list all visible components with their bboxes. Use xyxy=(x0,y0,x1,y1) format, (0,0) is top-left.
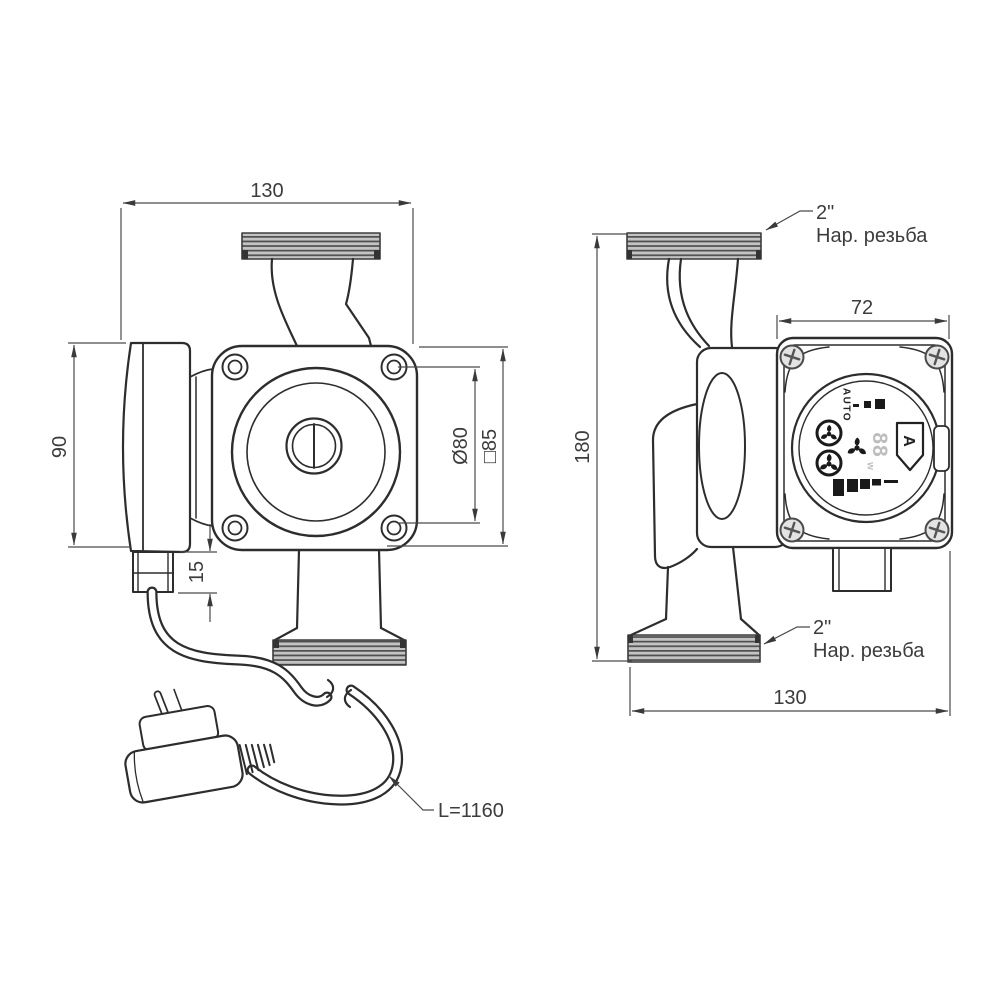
side-top-pipe xyxy=(666,257,740,349)
motor-body-recess xyxy=(698,372,746,520)
terminal-box xyxy=(121,341,192,554)
front-top-pipe xyxy=(270,257,373,348)
side-thread-top xyxy=(626,232,762,260)
panel-clip-tab xyxy=(933,425,950,472)
power-unit-label: w xyxy=(865,461,876,470)
side-thread-bottom xyxy=(627,634,761,663)
control-box: AUTO 88 w A xyxy=(775,336,954,550)
display-shield-icon xyxy=(895,421,925,472)
thread-bottom-leader xyxy=(763,626,810,645)
front-thread-top xyxy=(241,232,381,260)
front-view xyxy=(121,232,419,806)
side-view-dimensions xyxy=(592,210,951,716)
power-cable xyxy=(146,586,404,806)
side-bottom-pipe xyxy=(629,545,761,637)
auto-mode-label: AUTO xyxy=(841,388,852,422)
dim-label-height-180: 180 xyxy=(572,430,594,463)
front-view-dimensions xyxy=(68,200,508,811)
box-neck xyxy=(189,368,214,527)
side-view: AUTO 88 w A xyxy=(626,232,954,663)
speed-bars-icon xyxy=(833,479,898,496)
cable-length-label: L=1160 xyxy=(438,800,504,822)
cable-length-leader xyxy=(388,775,434,811)
dim-label-width-130-side: 130 xyxy=(773,687,806,709)
side-cable-gland xyxy=(832,547,892,592)
dim-label-box-72: 72 xyxy=(851,297,873,319)
phillips-screw-icons xyxy=(779,344,950,543)
front-bottom-pipe xyxy=(273,548,406,642)
dim-label-offset-15: 15 xyxy=(186,561,208,583)
power-display-digits: 88 xyxy=(868,432,891,457)
thread-top-leader xyxy=(765,210,813,231)
side-view-dimension-labels: 180 72 130 2" Нар. резьба 2" Нар. резьба xyxy=(572,202,928,709)
front-view-dimension-labels: 130 90 15 Ø80 □85 L=1160 xyxy=(49,180,504,822)
power-plug xyxy=(124,688,276,804)
thread-top-type-label: Нар. резьба xyxy=(816,225,928,247)
cable-break-start xyxy=(343,688,353,709)
strain-relief-ribs xyxy=(238,743,276,776)
dim-label-height-90: 90 xyxy=(49,436,71,458)
dim-label-square-85: □85 xyxy=(479,429,501,463)
plug-pin-2 xyxy=(173,688,183,712)
thread-bottom-type-label: Нар. резьба xyxy=(813,640,925,662)
dim-label-dia-80: Ø80 xyxy=(450,427,472,465)
thread-top-size-label: 2" xyxy=(816,202,834,224)
volute-housing xyxy=(651,402,699,570)
plug-body xyxy=(124,734,244,804)
motor-face xyxy=(230,366,402,538)
flange-screw-icons xyxy=(221,353,408,542)
cable-break-end xyxy=(325,678,335,699)
control-panel: AUTO 88 w A xyxy=(815,388,925,496)
dim-label-width-130: 130 xyxy=(250,180,283,202)
display-letter: A xyxy=(900,435,917,447)
front-thread-bottom xyxy=(272,639,407,666)
auto-level-marks-icon xyxy=(853,399,885,409)
panel-face-inner xyxy=(798,380,934,516)
thread-bottom-size-label: 2" xyxy=(813,617,831,639)
cable-gland xyxy=(132,551,174,593)
